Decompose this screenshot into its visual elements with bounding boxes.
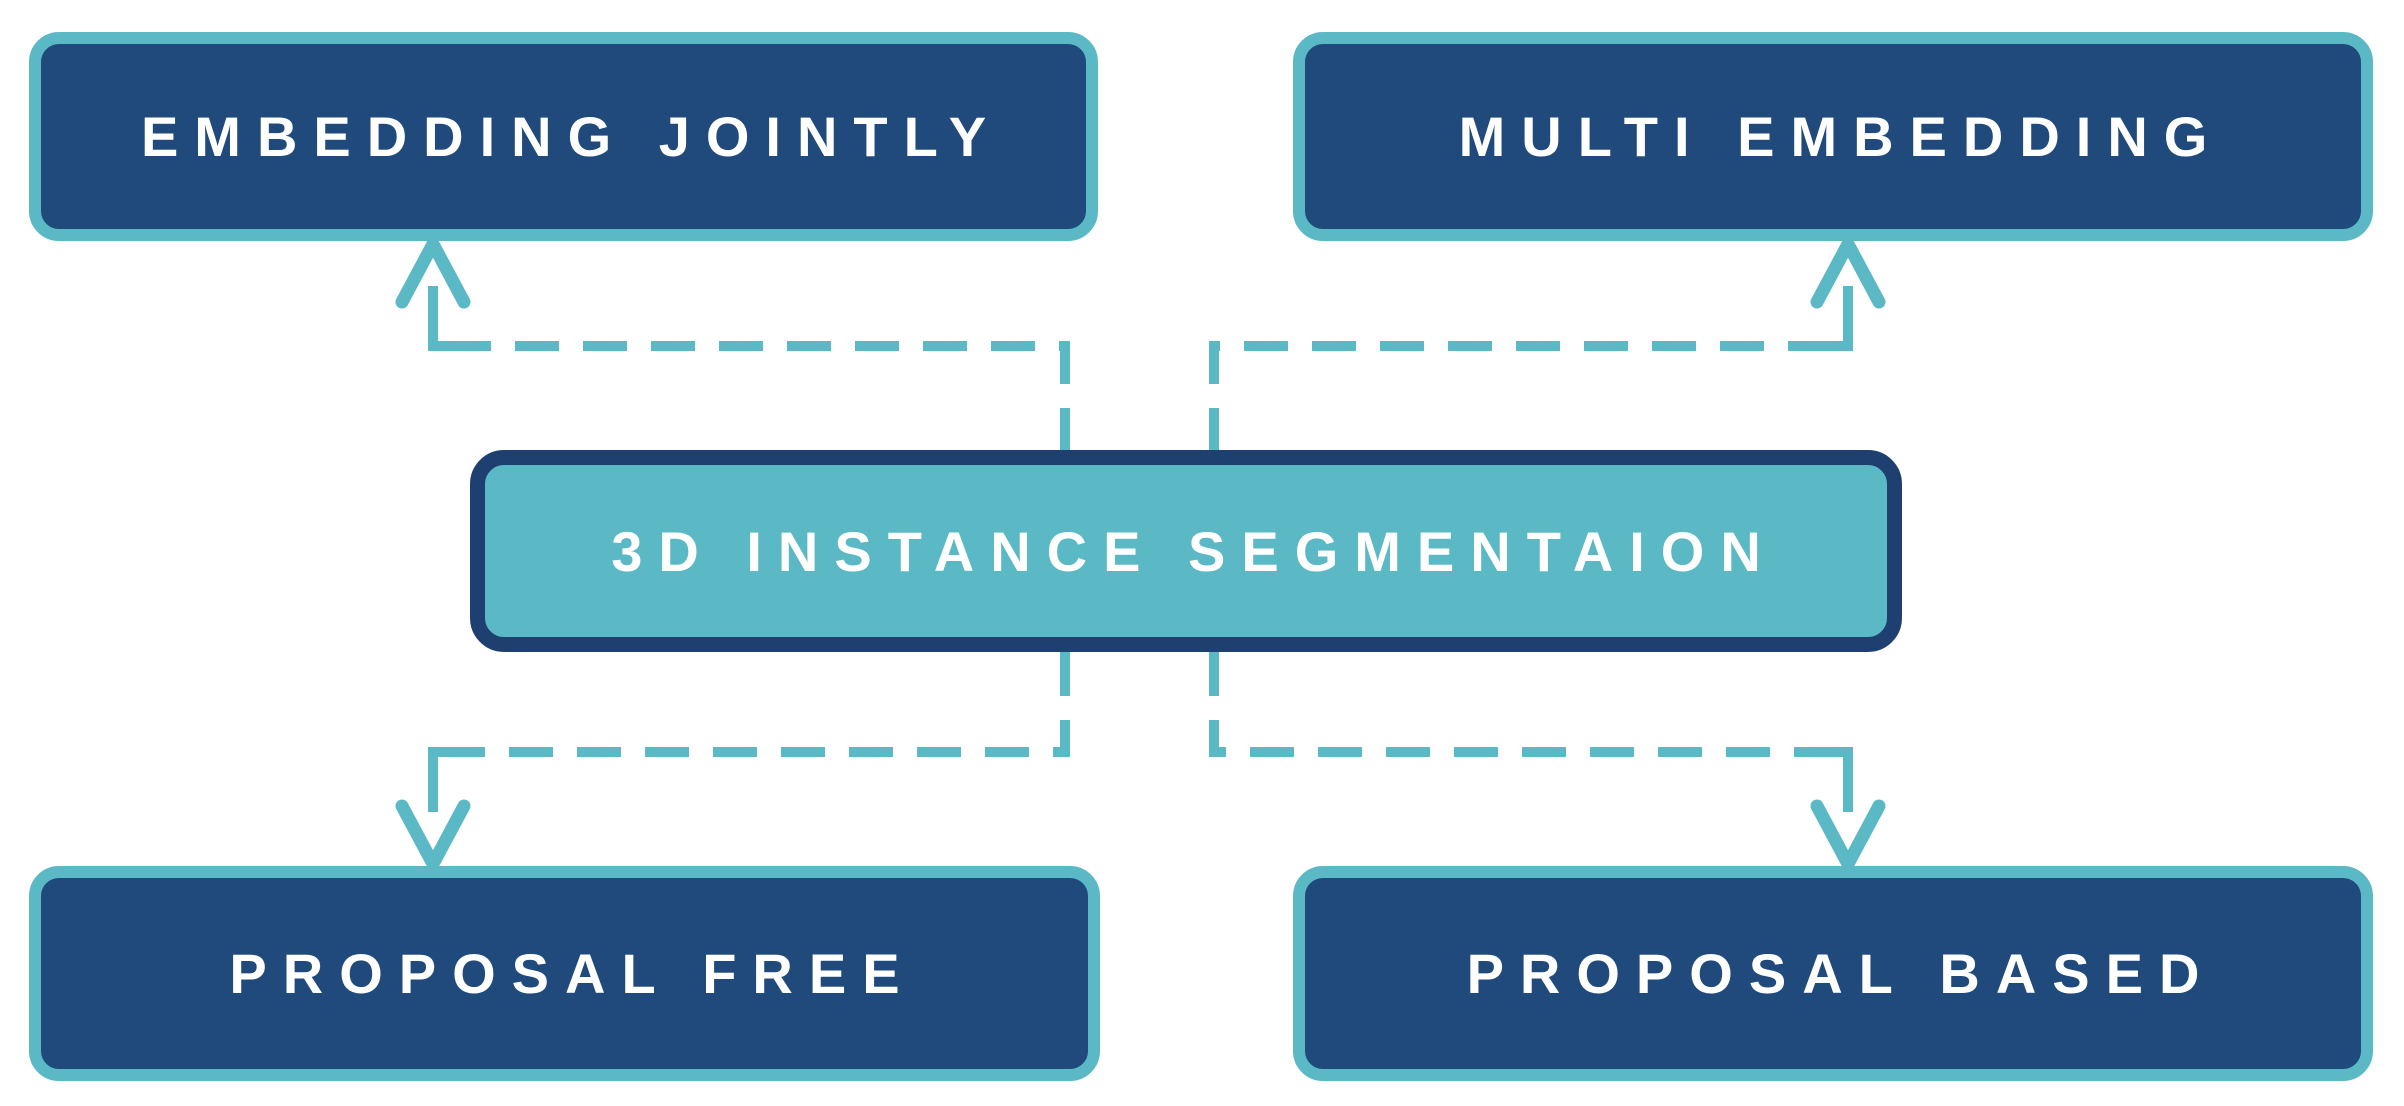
node-label: PROPOSAL BASED xyxy=(1466,942,2216,1005)
arrowhead-down-icon xyxy=(395,799,471,878)
dashed-connector xyxy=(433,652,1070,757)
connector-corner-stem xyxy=(1813,747,1853,812)
node-label: EMBEDDING JOINTLY xyxy=(140,105,1003,168)
arrowhead-up-icon xyxy=(395,230,471,309)
connector-corner-stem xyxy=(428,286,468,351)
node-label: 3D INSTANCE SEGMENTAION xyxy=(611,519,1777,583)
node-multi-embedding: MULTI EMBEDDING xyxy=(1293,32,2373,241)
arrow-to-embedding-jointly xyxy=(395,230,1070,452)
connector-corner-stem xyxy=(1813,286,1853,351)
node-label: PROPOSAL FREE xyxy=(229,942,916,1005)
node-label: MULTI EMBEDDING xyxy=(1458,105,2224,168)
dashed-connector xyxy=(433,341,1070,452)
arrow-to-proposal-based xyxy=(1209,652,1886,878)
node-proposal-free: PROPOSAL FREE xyxy=(29,866,1100,1081)
dashed-connector xyxy=(1209,652,1848,757)
arrowhead-down-icon xyxy=(1810,799,1886,878)
connector-corner-stem xyxy=(428,747,468,812)
node-proposal-based: PROPOSAL BASED xyxy=(1293,866,2373,1081)
node-embedding-jointly: EMBEDDING JOINTLY xyxy=(29,32,1098,241)
node-3d-instance-segmentation: 3D INSTANCE SEGMENTAION xyxy=(470,450,1902,652)
arrowhead-up-icon xyxy=(1810,230,1886,309)
arrow-to-multi-embedding xyxy=(1209,230,1886,452)
dashed-connector xyxy=(1209,341,1848,452)
arrow-to-proposal-free xyxy=(395,652,1070,878)
